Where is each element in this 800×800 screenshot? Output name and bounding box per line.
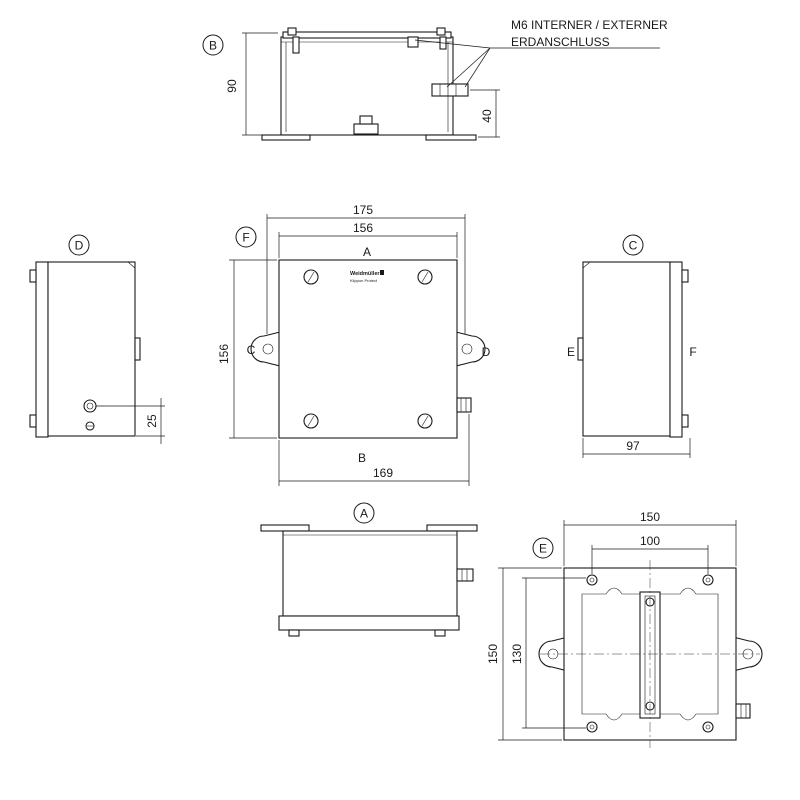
face-label-d: D <box>482 345 491 359</box>
view-e-hole-br-inner <box>705 724 711 730</box>
face-label-a: A <box>363 245 371 259</box>
face-label-b: B <box>358 451 366 465</box>
view-b-screw-left <box>287 27 297 36</box>
view-f-ear-right <box>455 331 486 367</box>
view-c-corner <box>582 261 591 269</box>
view-a: A <box>260 502 478 637</box>
view-b: B M6 INTERNER / EXTERNER ERDANSCHLUSS <box>202 18 668 141</box>
view-f-screw-tr-slot <box>421 271 429 283</box>
view-d-bubble <box>68 234 90 256</box>
view-f-body <box>278 259 458 439</box>
view-b-lock-knob <box>359 115 373 125</box>
nameplate-brand: Weidmüller <box>350 271 380 277</box>
view-e-hole-br <box>702 721 714 733</box>
view-e-hole-tl <box>586 574 598 586</box>
view-e-ground-bolt <box>735 703 751 719</box>
view-c-hinge-bottom <box>681 414 689 428</box>
view-d-hinge-top <box>29 269 37 283</box>
view-d-gland-inner <box>86 402 94 410</box>
view-b-lock <box>353 123 379 135</box>
view-a-flange-left <box>260 524 310 532</box>
view-d-hinge-bottom <box>29 414 37 428</box>
view-d-corner <box>127 261 136 269</box>
view-b-screw-shaft-left <box>292 36 300 54</box>
view-a-lid <box>278 615 460 631</box>
dim-130-text: 130 <box>510 644 524 664</box>
view-f: F Weidmüller Klippon Protect A B C D <box>217 203 491 486</box>
dim-150v-text: 150 <box>486 644 500 664</box>
view-b-flange-left <box>261 134 311 141</box>
view-e-hole-tr-inner <box>705 577 711 583</box>
view-d-label: D <box>75 239 84 253</box>
view-c-label-e: E <box>567 345 575 359</box>
view-c-label-f: F <box>689 345 696 359</box>
view-b-bubble <box>202 34 224 56</box>
view-f-screw-tl-slot <box>307 271 315 283</box>
view-b-label: B <box>209 39 217 53</box>
view-d-tab <box>134 337 141 361</box>
view-b-screw-right <box>436 27 446 36</box>
view-c-label: C <box>629 239 638 253</box>
view-c-tab <box>577 337 584 361</box>
nameplate-sub: Klippon Protect <box>350 278 378 283</box>
dim-156h-text: 156 <box>353 221 373 235</box>
view-b-lid <box>282 31 452 39</box>
view-e-hole-tl-inner <box>589 577 595 583</box>
view-e-hole-bl-inner <box>589 724 595 730</box>
view-e-bubble <box>532 537 554 559</box>
view-c-lid <box>669 261 683 438</box>
annotation-line-2: ERDANSCHLUSS <box>511 35 610 49</box>
leader-internal <box>414 39 491 49</box>
view-a-body <box>282 530 458 617</box>
dim-169-text: 169 <box>373 466 393 480</box>
view-e-hole-bl <box>586 721 598 733</box>
view-f-ear-left-hole <box>262 343 274 355</box>
nameplate-logo-mark <box>380 270 384 275</box>
view-f-bubble <box>235 226 257 248</box>
view-a-hinge-right <box>434 629 446 637</box>
view-d: D 25 <box>29 234 165 444</box>
dim-40-text: 40 <box>480 109 494 123</box>
view-a-flange-right <box>426 524 478 532</box>
view-e-hole-tr <box>702 574 714 586</box>
view-f-label: F <box>242 231 249 245</box>
dim-97-text: 97 <box>626 439 640 453</box>
dim-150h-text: 150 <box>640 510 660 524</box>
view-c: C E F 97 <box>567 234 697 458</box>
view-a-label: A <box>360 507 368 521</box>
view-e: E 150 <box>486 510 763 748</box>
dim-100-text: 100 <box>640 534 660 548</box>
view-a-hinge-left <box>288 629 300 637</box>
view-f-ear-right-hole <box>461 343 473 355</box>
leader-external <box>446 47 491 88</box>
face-label-c: C <box>247 343 256 357</box>
view-c-hinge-top <box>681 269 689 283</box>
view-c-body <box>582 261 671 437</box>
view-b-ground-bolt <box>431 83 469 97</box>
view-f-screw-br-slot <box>421 415 429 427</box>
view-e-frame <box>581 587 719 721</box>
view-d-lid <box>35 261 49 438</box>
dim-156v-text: 156 <box>217 344 231 364</box>
view-b-flange-right <box>425 134 477 141</box>
leader-external-2 <box>464 47 491 88</box>
dim-25-text: 25 <box>145 414 159 428</box>
view-c-bubble <box>622 234 644 256</box>
dim-90-text: 90 <box>225 79 239 93</box>
view-d-gland-outer <box>83 399 97 413</box>
annotation-line-1: M6 INTERNER / EXTERNER <box>511 18 668 32</box>
view-f-screw-bl-slot <box>307 415 315 427</box>
view-f-ground-bolt <box>456 397 472 413</box>
dim-175-text: 175 <box>353 203 373 217</box>
view-a-ground-bolt <box>456 568 474 582</box>
view-a-bubble <box>353 502 375 524</box>
view-e-label: E <box>539 542 547 556</box>
view-f-ear-left <box>250 331 281 367</box>
view-b-ground-inner <box>407 36 419 48</box>
